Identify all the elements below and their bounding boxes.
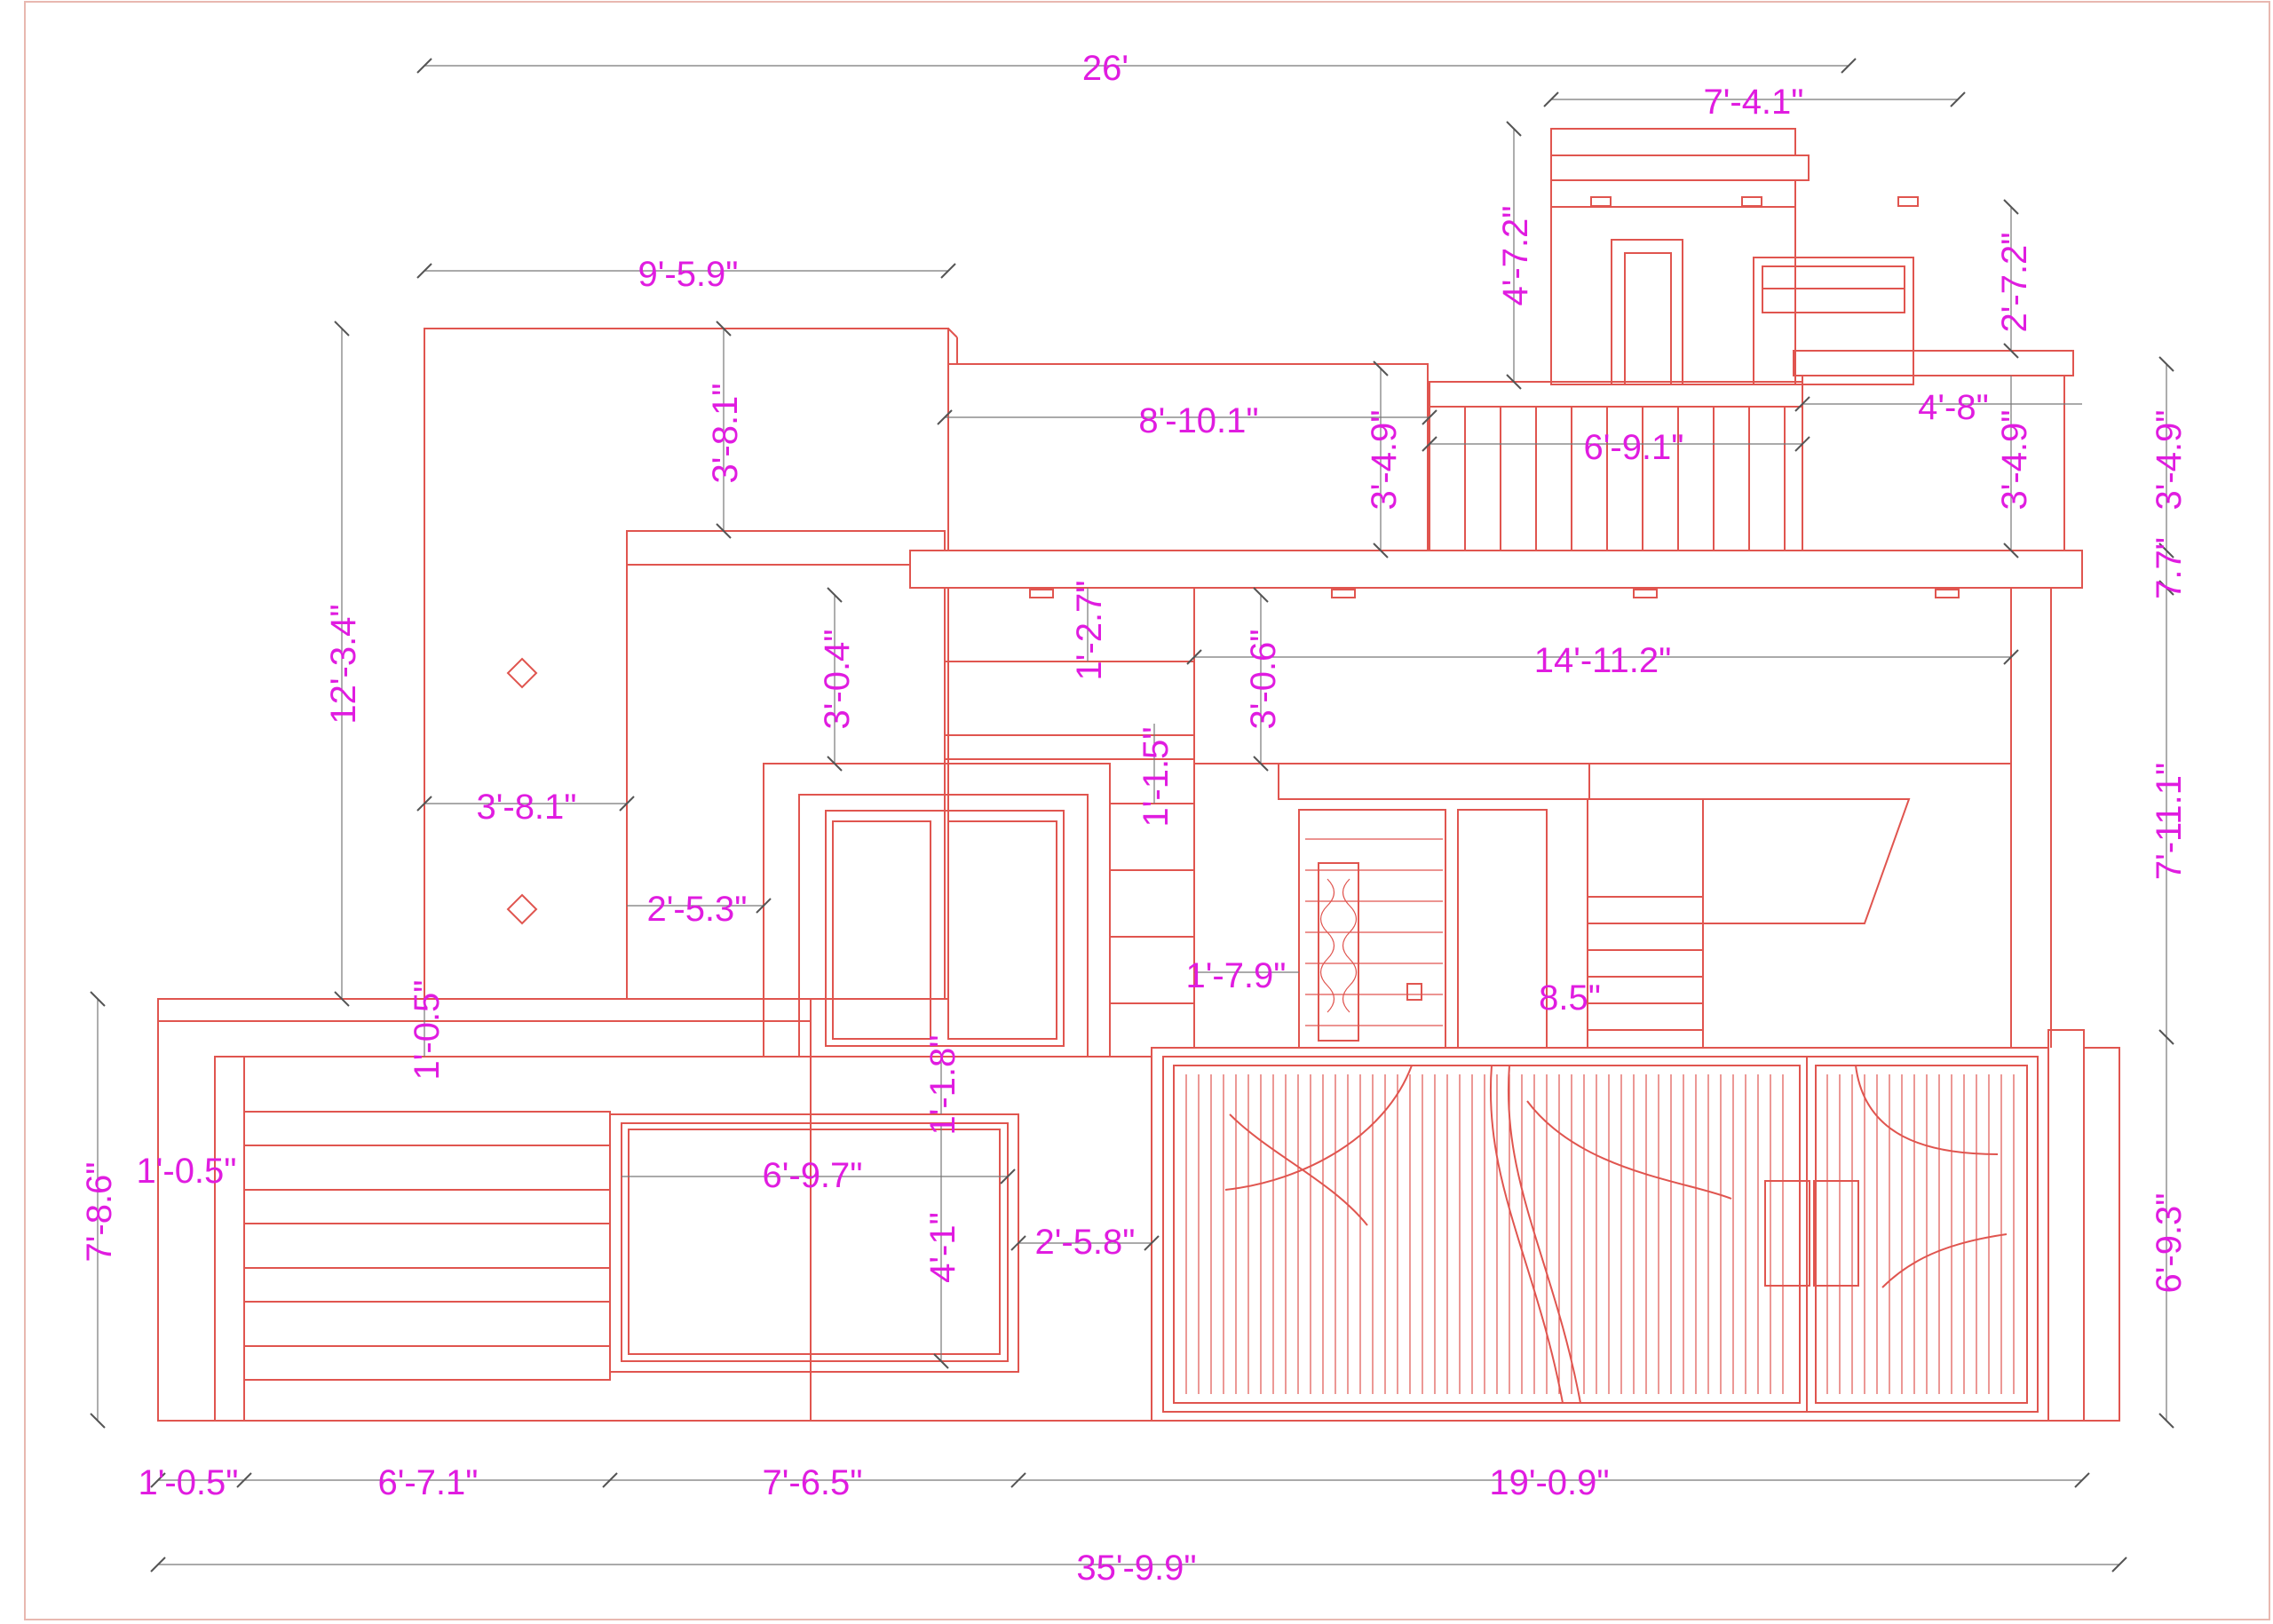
- dim-window-head: 3'-0.4": [818, 629, 857, 729]
- slab-lights: [1029, 589, 1960, 598]
- dim-door-side: 1'-7.9": [1185, 956, 1286, 995]
- gate-tree-motif: [1224, 1065, 2008, 1404]
- dimension-lines: [90, 58, 2174, 1573]
- diamond-ornament-top: [506, 657, 538, 689]
- dim-canopy-height: 2'-7.2": [1995, 232, 2034, 332]
- dim-parapet-height: 3'-8.1": [706, 383, 745, 483]
- dim-door-head: 3'-0.6": [1244, 629, 1283, 729]
- dim-bottom-seg-4: 19'-0.9": [1489, 1463, 1609, 1502]
- diamond-ornament-bottom: [506, 893, 538, 925]
- gate-handle: [1764, 1180, 1859, 1287]
- dim-parapet-lip: 1'-0.5": [408, 979, 447, 1080]
- dim-overall-width: 35'-9.9": [1076, 1549, 1196, 1588]
- dim-louver-height: 1'-1.5": [1136, 726, 1176, 827]
- dim-right-outer-height: 3'-4.9": [2150, 409, 2189, 510]
- dim-left-tower-width: 3'-8.1": [476, 788, 576, 827]
- dim-upper-width: 26': [1082, 49, 1129, 88]
- door-panels: [1305, 838, 1443, 1042]
- main-slab: [909, 550, 2083, 589]
- dim-railing-height-left: 3'-4.9": [1365, 409, 1404, 510]
- dim-panel-height: 4'-1": [923, 1212, 962, 1283]
- dim-tower-height: 4'-7.2": [1496, 205, 1535, 305]
- dim-panel-side: 2'-5.8": [1034, 1223, 1135, 1262]
- window-frame: [798, 794, 1089, 1058]
- dim-right-parapet-width: 4'-8": [1918, 388, 1989, 427]
- dim-panel-width: 6'-9.7": [762, 1156, 862, 1195]
- boundary-wall: [157, 998, 1152, 1422]
- dim-boundary-height: 7'-8.6": [80, 1161, 119, 1262]
- dim-bottom-seg-3: 7'-6.5": [762, 1463, 862, 1502]
- dim-upper-wall-span: 8'-10.1": [1138, 401, 1258, 440]
- dim-door-gap: 8.5": [1539, 978, 1601, 1018]
- dimension-labels: 26' 7'-4.1" 9'-5.9" 12'-3.4" 3'-8.1" 8'-…: [80, 49, 2189, 1588]
- balcony-railing: [1429, 381, 1803, 551]
- dim-window-side: 2'-5.3": [646, 890, 747, 929]
- dim-wall-cap: 1'-0.5": [136, 1152, 236, 1191]
- entry-door: [1298, 809, 1446, 1049]
- dim-slab-thickness: 7.7": [2150, 537, 2189, 599]
- dim-right-railing-height: 3'-4.9": [1995, 409, 2034, 510]
- gate-slats: [1185, 1074, 2015, 1394]
- dim-railing-span: 6'-9.1": [1583, 428, 1683, 467]
- dim-gate-height: 6'-9.3": [2150, 1192, 2189, 1293]
- dim-bottom-seg-1: 1'-0.5": [138, 1463, 238, 1502]
- dim-ground-floor-height: 7'-11.1": [2150, 763, 2189, 880]
- dim-stair-tower-width: 7'-4.1": [1703, 83, 1803, 122]
- sheet-border: [24, 1, 2270, 1620]
- wall-bands: [945, 661, 2011, 1048]
- dim-bottom-seg-2: 6'-7.1": [377, 1463, 478, 1502]
- stair: [1587, 798, 1911, 1049]
- dim-left-tower-height: 12'-3.4": [324, 604, 363, 724]
- dim-parapet-left-width: 9'-5.9": [638, 255, 738, 294]
- dim-band-height: 1'-2.7": [1070, 580, 1109, 680]
- dim-panel-cap: 1'-1.8": [923, 1034, 962, 1135]
- dim-porch-span: 14'-11.2": [1534, 641, 1672, 680]
- gate-pillar: [2047, 1029, 2085, 1422]
- building-outline: [157, 128, 2120, 1422]
